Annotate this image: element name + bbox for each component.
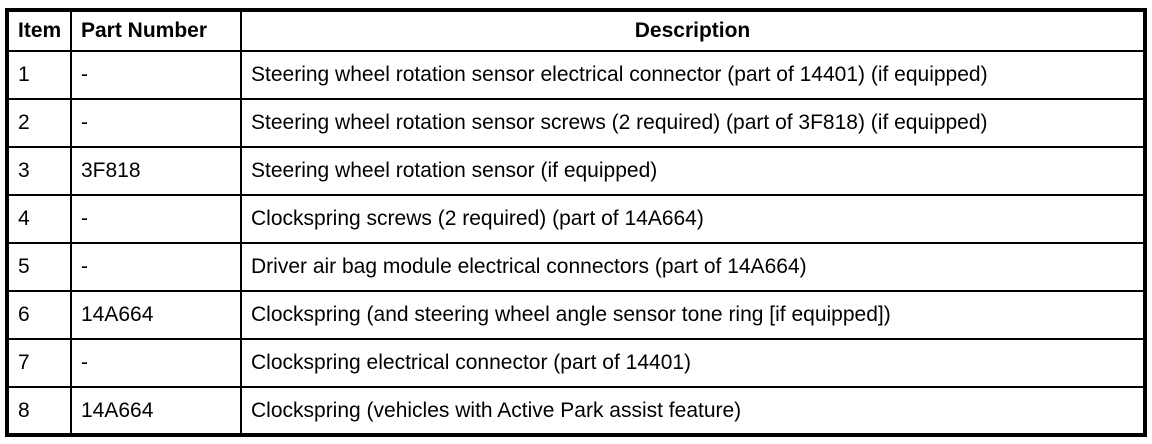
- cell-part-number: -: [70, 242, 242, 292]
- table-row: 5-Driver air bag module electrical conne…: [6, 242, 1146, 292]
- cell-description: Clockspring electrical connector (part o…: [240, 338, 1146, 388]
- cell-item: 4: [6, 194, 72, 244]
- column-header-item: Item: [6, 9, 72, 52]
- cell-description: Steering wheel rotation sensor (if equip…: [240, 146, 1146, 196]
- table-header-row: Item Part Number Description: [6, 9, 1146, 52]
- cell-part-number: -: [70, 194, 242, 244]
- cell-item: 3: [6, 146, 72, 196]
- column-header-part-number: Part Number: [70, 9, 242, 52]
- cell-item: 8: [6, 386, 72, 436]
- table-row: 2-Steering wheel rotation sensor screws …: [6, 98, 1146, 148]
- cell-item: 2: [6, 98, 72, 148]
- cell-part-number: 3F818: [70, 146, 242, 196]
- cell-description: Steering wheel rotation sensor electrica…: [240, 50, 1146, 100]
- parts-table: Item Part Number Description 1-Steering …: [5, 8, 1147, 437]
- table-row: 1-Steering wheel rotation sensor electri…: [6, 50, 1146, 100]
- table-row: 4-Clockspring screws (2 required) (part …: [6, 194, 1146, 244]
- cell-description: Steering wheel rotation sensor screws (2…: [240, 98, 1146, 148]
- cell-part-number: -: [70, 50, 242, 100]
- cell-item: 5: [6, 242, 72, 292]
- cell-part-number: 14A664: [70, 290, 242, 340]
- cell-part-number: -: [70, 338, 242, 388]
- cell-description: Clockspring (and steering wheel angle se…: [240, 290, 1146, 340]
- cell-part-number: 14A664: [70, 386, 242, 436]
- cell-item: 6: [6, 290, 72, 340]
- table-row: 7-Clockspring electrical connector (part…: [6, 338, 1146, 388]
- cell-item: 1: [6, 50, 72, 100]
- column-header-description: Description: [240, 9, 1146, 52]
- cell-description: Clockspring screws (2 required) (part of…: [240, 194, 1146, 244]
- cell-description: Driver air bag module electrical connect…: [240, 242, 1146, 292]
- cell-description: Clockspring (vehicles with Active Park a…: [240, 386, 1146, 436]
- table-body: 1-Steering wheel rotation sensor electri…: [6, 50, 1146, 436]
- cell-part-number: -: [70, 98, 242, 148]
- cell-item: 7: [6, 338, 72, 388]
- parts-list-table-container: Item Part Number Description 1-Steering …: [5, 8, 1147, 437]
